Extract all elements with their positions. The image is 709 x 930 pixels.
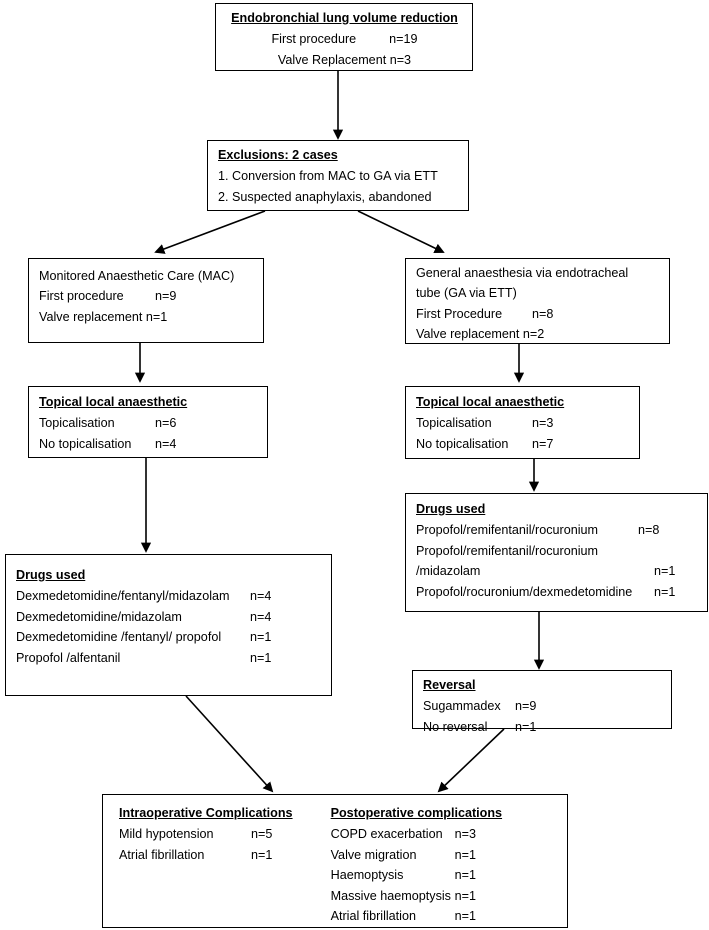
node-ga-topical: Topical local anaesthetic Topicalisation… — [405, 386, 640, 459]
node-exclusions-header: Exclusions: 2 cases — [218, 148, 338, 162]
node-ga-drugs: Drugs used Propofol/remifentanil/rocuron… — [405, 493, 708, 612]
intraoperative-complications-column: Intraoperative Complications Mild hypote… — [119, 803, 331, 926]
node-ga-line: First Procedure n=8 — [416, 306, 554, 321]
node-mac-line: First procedure n=9 — [39, 289, 177, 304]
intraoperative-complications-header: Intraoperative Complications — [119, 806, 293, 820]
edge-exclusions-to-ga — [357, 210, 445, 253]
postoperative-complication-row: Haemoptysis n=1 — [330, 868, 476, 883]
node-exclusions-line: 2. Suspected anaphylaxis, abandoned — [218, 189, 432, 204]
node-reversal: Reversal Sugammadex n=9 No reversal n=1 — [412, 670, 672, 734]
node-exclusions-line: 1. Conversion from MAC to GA via ETT — [218, 169, 438, 184]
node-ga: General anaesthesia via endotracheal tub… — [405, 258, 670, 344]
node-complications: Intraoperative Complications Mild hypote… — [102, 794, 568, 928]
node-reversal-line: Sugammadex n=9 — [423, 699, 537, 714]
node-root-header: Endobronchial lung volume reduction — [231, 11, 458, 25]
node-root-line: First procedure n=19 — [271, 32, 418, 47]
node-ga-topical-line: Topicalisation n=3 — [416, 416, 554, 431]
node-ga-header: General anaesthesia via endotracheal — [416, 266, 629, 280]
node-mac-drugs-line: Propofol /alfentanil n=1 — [16, 650, 272, 665]
node-ga-topical-line: No topicalisation n=7 — [416, 436, 554, 451]
node-reversal-header: Reversal — [423, 678, 476, 692]
node-root-line: Valve Replacement n=3 — [277, 52, 412, 67]
node-mac-topical-header: Topical local anaesthetic — [39, 395, 188, 409]
edge-exclusions-to-mac — [154, 210, 266, 254]
postoperative-complication-row: Massive haemoptysis n=1 — [330, 888, 476, 903]
postoperative-complication-row: Valve migration n=1 — [330, 847, 476, 862]
intraoperative-complication-row: Atrial fibrillation n=1 — [119, 847, 273, 862]
node-mac: Monitored Anaesthetic Care (MAC) First p… — [28, 258, 264, 343]
node-mac-topical-line: Topicalisation n=6 — [39, 416, 177, 431]
node-exclusions: Exclusions: 2 cases 1. Conversion from M… — [207, 140, 469, 211]
node-root: Endobronchial lung volume reduction Firs… — [215, 3, 473, 71]
node-mac-drugs: Drugs used Dexmedetomidine/fentanyl/mida… — [5, 554, 332, 696]
node-mac-drugs-line: Dexmedetomidine /fentanyl/ propofol n=1 — [16, 630, 272, 645]
postoperative-complications-header: Postoperative complications — [330, 806, 503, 820]
node-ga-drugs-line: /midazolam n=1 — [416, 564, 676, 579]
node-ga-header-cont: tube (GA via ETT) — [416, 286, 517, 301]
node-ga-drugs-line: Propofol/remifentanil/rocuronium n=8 — [416, 523, 660, 538]
postoperative-complication-row: COPD exacerbation n=3 — [330, 827, 476, 842]
node-mac-drugs-line: Dexmedetomidine/midazolam n=4 — [16, 609, 272, 624]
postoperative-complications-column: Postoperative complications COPD exacerb… — [331, 803, 558, 926]
node-mac-line: Valve replacement n=1 — [39, 309, 168, 324]
node-ga-topical-header: Topical local anaesthetic — [416, 395, 565, 409]
node-mac-header: Monitored Anaesthetic Care (MAC) — [39, 269, 235, 283]
node-mac-drugs-header: Drugs used — [16, 568, 86, 582]
postoperative-complication-row: Atrial fibrillation n=1 — [330, 908, 476, 923]
node-mac-topical: Topical local anaesthetic Topicalisation… — [28, 386, 268, 458]
node-ga-drugs-line: Propofol/rocuronium/dexmedetomidine n=1 — [416, 584, 676, 599]
node-mac-topical-line: No topicalisation n=4 — [39, 436, 177, 451]
edge-mac-drugs-to-complications — [185, 695, 274, 793]
intraoperative-complication-row: Mild hypotension n=5 — [119, 827, 273, 842]
node-mac-drugs-line: Dexmedetomidine/fentanyl/midazolam n=4 — [16, 589, 272, 604]
node-ga-drugs-line: Propofol/remifentanil/rocuronium — [416, 543, 598, 558]
node-ga-line: Valve replacement n=2 — [416, 327, 545, 342]
node-ga-drugs-header: Drugs used — [416, 502, 486, 516]
node-reversal-line: No reversal n=1 — [423, 719, 537, 734]
